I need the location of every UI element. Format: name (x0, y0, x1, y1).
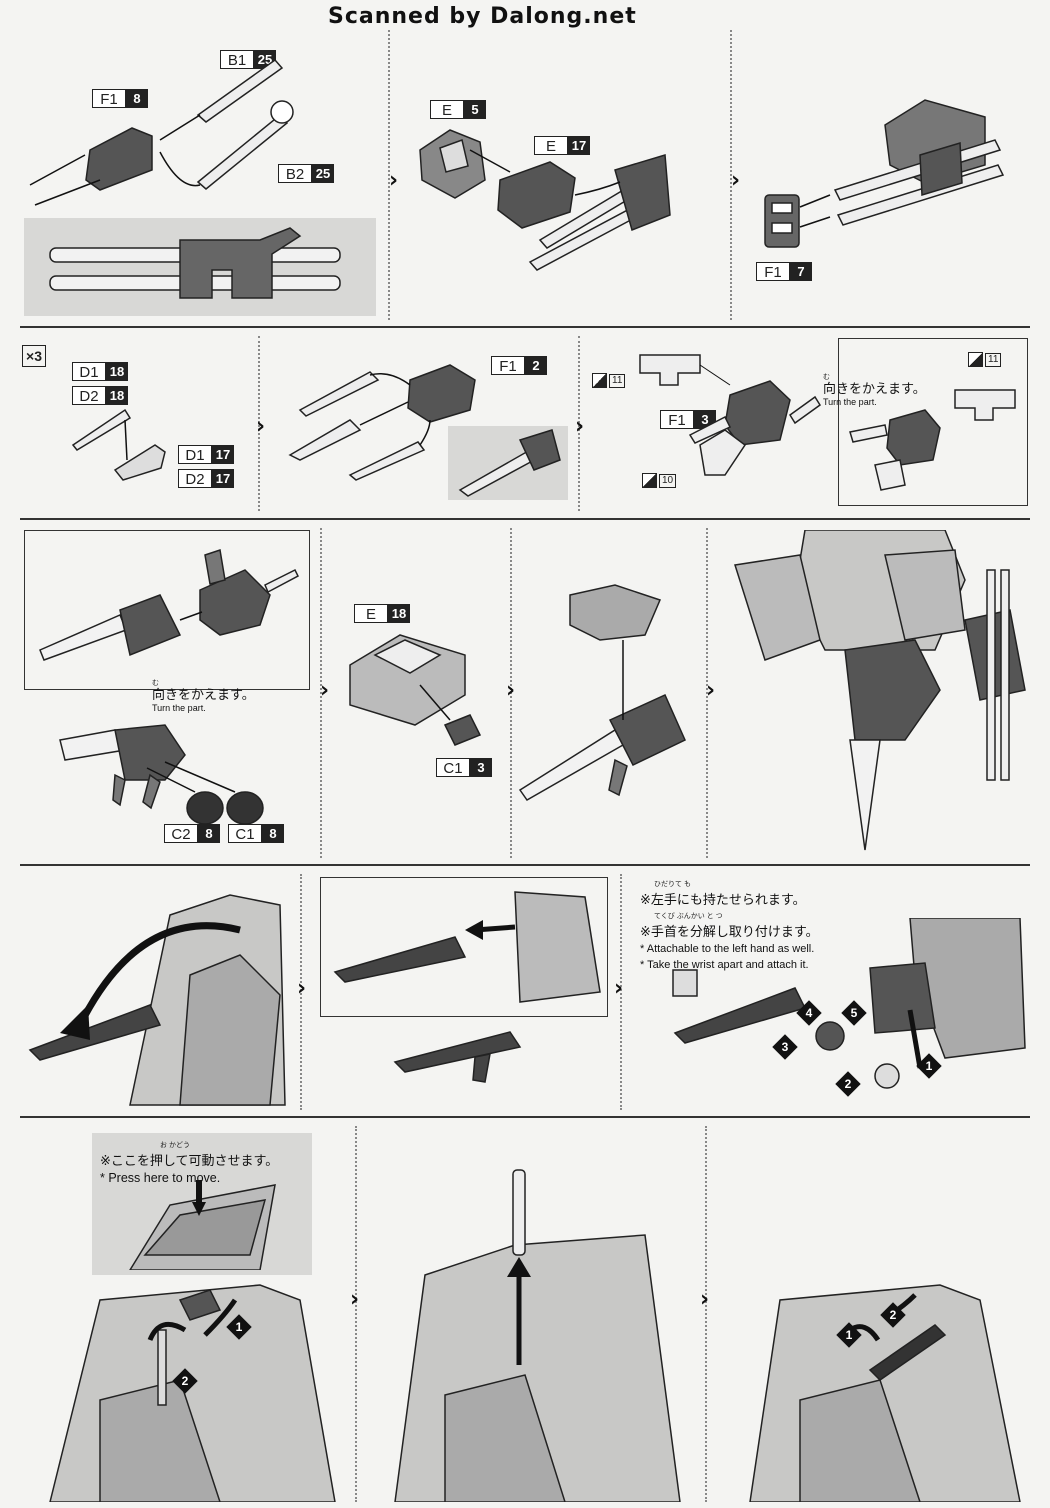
sticker-callout: 11 (968, 352, 1002, 367)
rod-assembly-illustration (24, 58, 376, 316)
sticker-icon (642, 473, 657, 488)
step-divider (320, 528, 322, 858)
quantity-multiplier-badge: ×3 (22, 345, 46, 367)
fin-sticker-illustration (639, 354, 822, 476)
step-divider (578, 336, 580, 511)
step-divider (620, 874, 622, 1110)
detail-box (24, 530, 310, 690)
step-divider (388, 30, 390, 320)
next-step-chevron: › (506, 678, 516, 703)
step-divider (730, 30, 732, 320)
backpack-rotate-illustration (28, 894, 286, 1106)
sticker-callout: 10 (642, 473, 677, 488)
watermark: Scanned by Dalong.net (328, 4, 637, 29)
backpack-step-b-illustration (394, 1169, 681, 1502)
sticker-icon (968, 352, 983, 367)
next-step-chevron: › (256, 414, 266, 439)
pod-mount-illustration (518, 584, 686, 801)
step-number-badge: 2 (835, 1071, 861, 1097)
pod-tip-illustration (39, 549, 299, 661)
press-detail-illustration (129, 1180, 276, 1270)
turn-detail-box (838, 338, 1028, 506)
step-divider (355, 1126, 357, 1502)
step-number-badge: 3 (772, 1034, 798, 1060)
sticker-icon (592, 373, 607, 388)
detail-box (320, 877, 608, 1017)
next-step-chevron: › (389, 168, 399, 193)
pod-assembly-illustration (288, 364, 568, 500)
mount-bracket-illustration (349, 634, 482, 746)
pod-connector-illustration (59, 724, 264, 825)
next-step-chevron: › (297, 976, 307, 1001)
turn-detail-illustration (849, 389, 1016, 491)
step-number-badge: 1 (226, 1314, 252, 1340)
turn-note: む 向きをかえます。 Turn the part. (823, 374, 926, 407)
fin-parts-illustration (71, 408, 166, 481)
turn-note: む 向きをかえます。 Turn the part. (152, 680, 255, 713)
step-divider (706, 528, 708, 858)
step-number-badge: 2 (172, 1368, 198, 1394)
backpack-step-c-illustration (749, 1284, 1021, 1502)
step-divider (258, 336, 260, 511)
rod-mount-final-illustration (764, 99, 1005, 248)
step-number-badge: 4 (796, 1000, 822, 1026)
mobile-suit-pod-attach-illustration (734, 530, 1026, 851)
mount-assembly-illustration (419, 129, 671, 271)
next-step-chevron: › (614, 976, 624, 1001)
step-divider (510, 528, 512, 858)
row-divider (20, 518, 1030, 520)
row-divider (20, 864, 1030, 866)
next-step-chevron: › (350, 1287, 360, 1312)
hand-note: ひだりて も ※左手にも持たせられます。 てくび ぶんかい と つ ※手首を分解… (640, 881, 819, 971)
step-number-badge: 1 (916, 1053, 942, 1079)
next-step-chevron: › (575, 414, 585, 439)
step-divider (705, 1126, 707, 1502)
backpack-step-a-illustration (49, 1284, 336, 1502)
step-number-badge: 1 (836, 1322, 862, 1348)
next-step-chevron: › (320, 678, 330, 703)
row-divider (20, 1116, 1030, 1118)
next-step-chevron: › (706, 678, 716, 703)
next-step-chevron: › (731, 168, 741, 193)
step-number-badge: 2 (880, 1302, 906, 1328)
sticker-callout: 11 (592, 373, 626, 388)
row-divider (20, 326, 1030, 328)
hand-attach-illustration (672, 918, 1026, 1089)
step-divider (300, 874, 302, 1110)
next-step-chevron: › (700, 1287, 710, 1312)
grip-removal-illustration (333, 891, 601, 1083)
press-note: お かどう ※ここを押して可動させます。 * Press here to mov… (100, 1142, 279, 1185)
step-number-badge: 5 (841, 1000, 867, 1026)
